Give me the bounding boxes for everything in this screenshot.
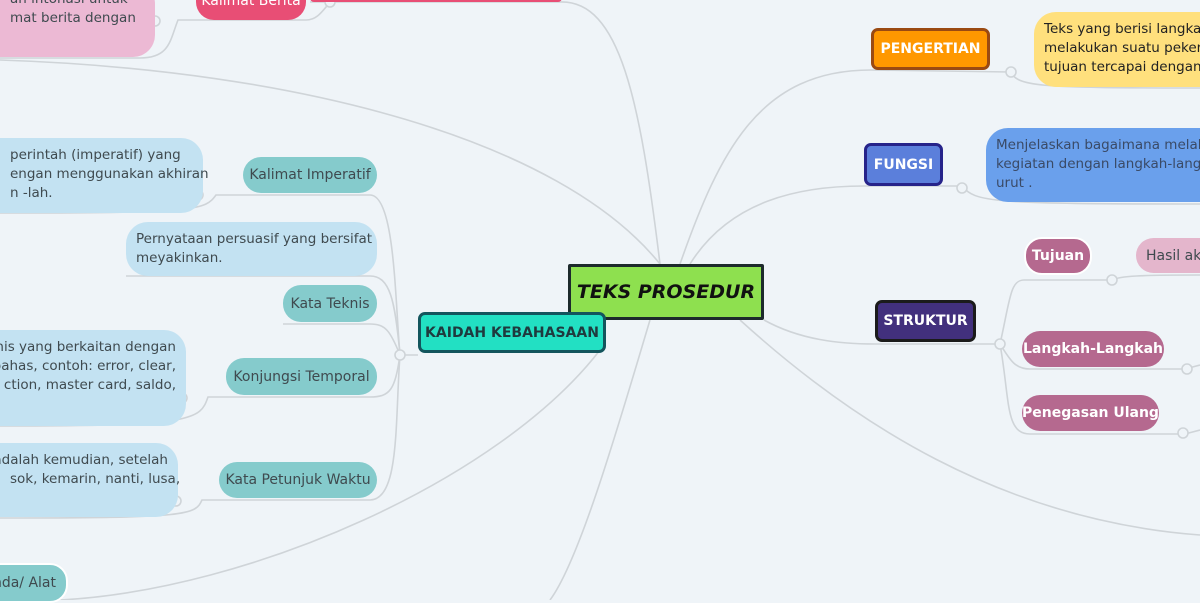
langkah-label: Langkah-Langkah	[1023, 341, 1163, 357]
konjungsi-temporal-detail[interactable]: nis yang berkaitan dengan bahas, contoh:…	[0, 330, 186, 426]
fungsi-node[interactable]: FUNGSI	[864, 143, 943, 186]
detail-line: Menjelaskan bagaimana melak	[996, 137, 1200, 153]
detail-line: nis yang berkaitan dengan	[0, 339, 176, 355]
kalimat-berita-detail[interactable]: an intonasi untuk mat berita dengan	[0, 0, 155, 57]
kata-petunjuk-waktu-node[interactable]: Kata Petunjuk Waktu	[219, 462, 377, 498]
konjungsi-temporal-node[interactable]: Konjungsi Temporal	[226, 358, 377, 395]
kaidah-node[interactable]: KAIDAH KEBAHASAAN	[418, 312, 606, 353]
tujuan-detail-text: Hasil akh	[1146, 247, 1200, 264]
kata-petunjuk-waktu-label: Kata Petunjuk Waktu	[225, 472, 371, 488]
top-pink-bar	[310, 0, 562, 2]
langkah-node[interactable]: Langkah-Langkah	[1022, 331, 1164, 367]
detail-line: sok, kemarin, nanti, lusa,	[10, 471, 181, 487]
penegasan-node[interactable]: Penegasan Ulang	[1022, 395, 1159, 431]
bottom-left-node[interactable]: nda/ Alat	[0, 563, 68, 603]
kalimat-imperatif-node[interactable]: Kalimat Imperatif	[243, 157, 377, 193]
tujuan-detail[interactable]: Hasil akh	[1136, 238, 1200, 273]
detail-line: tujuan tercapai dengan	[1044, 59, 1200, 75]
struktur-label: STRUKTUR	[883, 313, 968, 329]
kalimat-berita-label: Kalimat Berita	[201, 0, 301, 9]
pengertian-label: PENGERTIAN	[880, 41, 981, 57]
detail-line: ction, master card, saldo,	[3, 377, 176, 393]
fungsi-label: FUNGSI	[873, 156, 934, 173]
detail-line: bahas, contoh: error, clear,	[0, 358, 176, 374]
detail-line: meyakinkan.	[136, 250, 223, 266]
konjungsi-temporal-label: Konjungsi Temporal	[233, 368, 370, 385]
struktur-node[interactable]: STRUKTUR	[875, 300, 976, 342]
fungsi-detail[interactable]: Menjelaskan bagaimana melak kegiatan den…	[986, 128, 1200, 202]
detail-line: n -lah.	[10, 185, 53, 201]
central-topic-label: TEKS PROSEDUR	[576, 281, 756, 303]
detail-line: Pernyataan persuasif yang bersifat	[136, 231, 373, 247]
kaidah-label: KAIDAH KEBAHASAAN	[425, 324, 599, 341]
bottom-left-label: nda/ Alat	[0, 575, 56, 591]
kalimat-imperatif-label: Kalimat Imperatif	[249, 167, 371, 183]
detail-line: perintah (imperatif) yang	[10, 147, 181, 163]
detail-line: mat berita dengan	[10, 10, 136, 26]
penegasan-label: Penegasan Ulang	[1022, 405, 1159, 421]
detail-line: Teks yang berisi langkah	[1044, 21, 1200, 37]
pengertian-detail[interactable]: Teks yang berisi langkah melakukan suatu…	[1034, 12, 1200, 87]
kalimat-berita-node[interactable]: Kalimat Berita	[196, 0, 306, 20]
kata-teknis-label: Kata Teknis	[290, 295, 370, 312]
detail-line: adalah kemudian, setelah	[0, 452, 168, 468]
pengertian-node[interactable]: PENGERTIAN	[871, 28, 990, 70]
detail-line: kegiatan dengan langkah-langk	[996, 156, 1200, 172]
pernyataan-persuasif-node[interactable]: Pernyataan persuasif yang bersifat meyak…	[126, 222, 377, 276]
tujuan-label: Tujuan	[1031, 248, 1085, 264]
kata-petunjuk-waktu-detail[interactable]: adalah kemudian, setelah sok, kemarin, n…	[0, 443, 181, 517]
kata-teknis-node[interactable]: Kata Teknis	[283, 285, 377, 322]
detail-line: an intonasi untuk	[0, 0, 128, 9]
detail-line: urut .	[996, 175, 1033, 191]
detail-line: melakukan suatu pekerj	[1044, 40, 1200, 56]
detail-line: engan menggunakan akhiran	[10, 166, 209, 182]
kalimat-imperatif-detail[interactable]: perintah (imperatif) yang engan mengguna…	[0, 138, 209, 213]
tujuan-node[interactable]: Tujuan	[1024, 237, 1092, 275]
central-topic[interactable]: TEKS PROSEDUR	[568, 264, 764, 320]
